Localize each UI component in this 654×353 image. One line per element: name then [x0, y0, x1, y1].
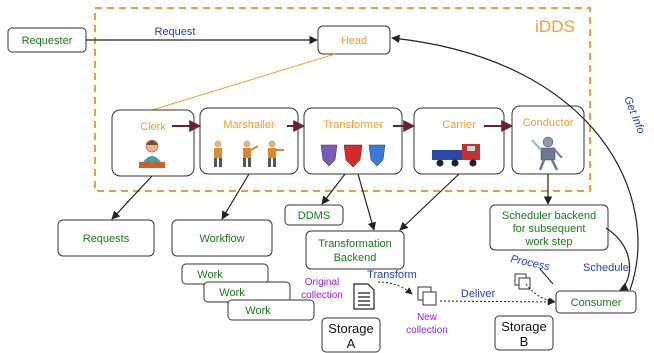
requests-label: Requests: [83, 233, 130, 245]
storage-b-box[interactable]: [494, 315, 554, 351]
scheduler-backend-box[interactable]: [489, 204, 609, 251]
new-collection-label-2: collection: [406, 325, 448, 336]
workflow-box[interactable]: [171, 219, 273, 257]
storage-a-label-2: A: [347, 336, 356, 351]
idds-title: iDDS: [535, 17, 575, 36]
ddms-label: DDMS: [298, 210, 330, 222]
marshaller-icon: [214, 140, 284, 167]
clerk-icon: [139, 139, 165, 168]
conductor-robot-icon: [531, 136, 563, 171]
head-box[interactable]: [317, 25, 391, 55]
scheduler-backend-label-3: work step: [524, 236, 572, 248]
original-collection-label-2: collection: [301, 290, 343, 301]
work-box-2[interactable]: [203, 281, 291, 303]
new-collection-label-1: New: [417, 312, 438, 323]
marshaller-to-workflow-arrow: [221, 173, 250, 220]
original-collection-label-1: Original: [305, 277, 339, 288]
storage-b-label-1: Storage: [501, 319, 547, 334]
transformer-to-ddms-arrow: [321, 173, 346, 205]
clerk-to-requests-arrow: [111, 175, 153, 220]
process-pointer: [539, 268, 554, 285]
idds-boundary: [94, 7, 591, 192]
carrier-to-backend-arrow: [399, 173, 460, 231]
process-label: Process: [509, 253, 551, 273]
document-icon: [353, 283, 375, 310]
work-label-1: Work: [197, 269, 223, 281]
work-label-2: Work: [219, 287, 245, 299]
agent-label-transformer: Transformer: [323, 119, 383, 131]
head-clerk-link: [151, 53, 336, 111]
storage-a-box[interactable]: [321, 317, 381, 353]
transform-label: Transform: [367, 269, 417, 281]
agent-label-carrier: Carrier: [442, 119, 476, 131]
agent-box-carrier[interactable]: [413, 107, 505, 175]
transformation-backend-label-2: Backend: [334, 252, 377, 264]
storage-b-label-2: B: [520, 334, 529, 349]
agent-label-marshaller: Marshaller: [223, 119, 275, 131]
request-label: Request: [155, 26, 196, 38]
work-box-3[interactable]: [227, 299, 315, 321]
transformation-backend-label-1: Transformation: [318, 238, 392, 250]
process-doc-icon-front: [518, 277, 531, 290]
deliver-label: Deliver: [461, 288, 496, 300]
work-box-1[interactable]: [181, 263, 269, 285]
agent-label-clerk: Clerk: [140, 121, 166, 133]
transformer-icon: [320, 144, 386, 168]
requests-box[interactable]: [57, 219, 155, 257]
head-label: Head: [341, 35, 367, 47]
get-info-label: Get Info: [621, 95, 647, 136]
carrier-truck-icon: [432, 144, 480, 167]
scheduler-backend-label-2: for subsequent: [513, 223, 586, 235]
schedule-arrow: [605, 227, 631, 291]
new-collection-icon-front: [422, 291, 437, 306]
consumer-label: Consumer: [571, 297, 622, 309]
transformer-to-backend-arrow: [357, 173, 376, 231]
workflow-label: Workflow: [199, 233, 244, 245]
deliver-arrow: [439, 298, 555, 306]
storage-a-label-1: Storage: [328, 321, 374, 336]
work-label-3: Work: [245, 305, 271, 317]
requester-label: Requester: [22, 35, 73, 47]
consumer-box[interactable]: [555, 290, 637, 314]
transformation-backend-box[interactable]: [305, 230, 405, 270]
ddms-box[interactable]: [284, 204, 344, 226]
schedule-label: Schedule: [583, 262, 629, 274]
agent-label-conductor: Conductor: [523, 117, 574, 129]
scheduler-backend-label-1: Scheduler backend: [502, 210, 596, 222]
transform-arrow: [377, 281, 413, 295]
get-info-arrow: [391, 34, 639, 291]
